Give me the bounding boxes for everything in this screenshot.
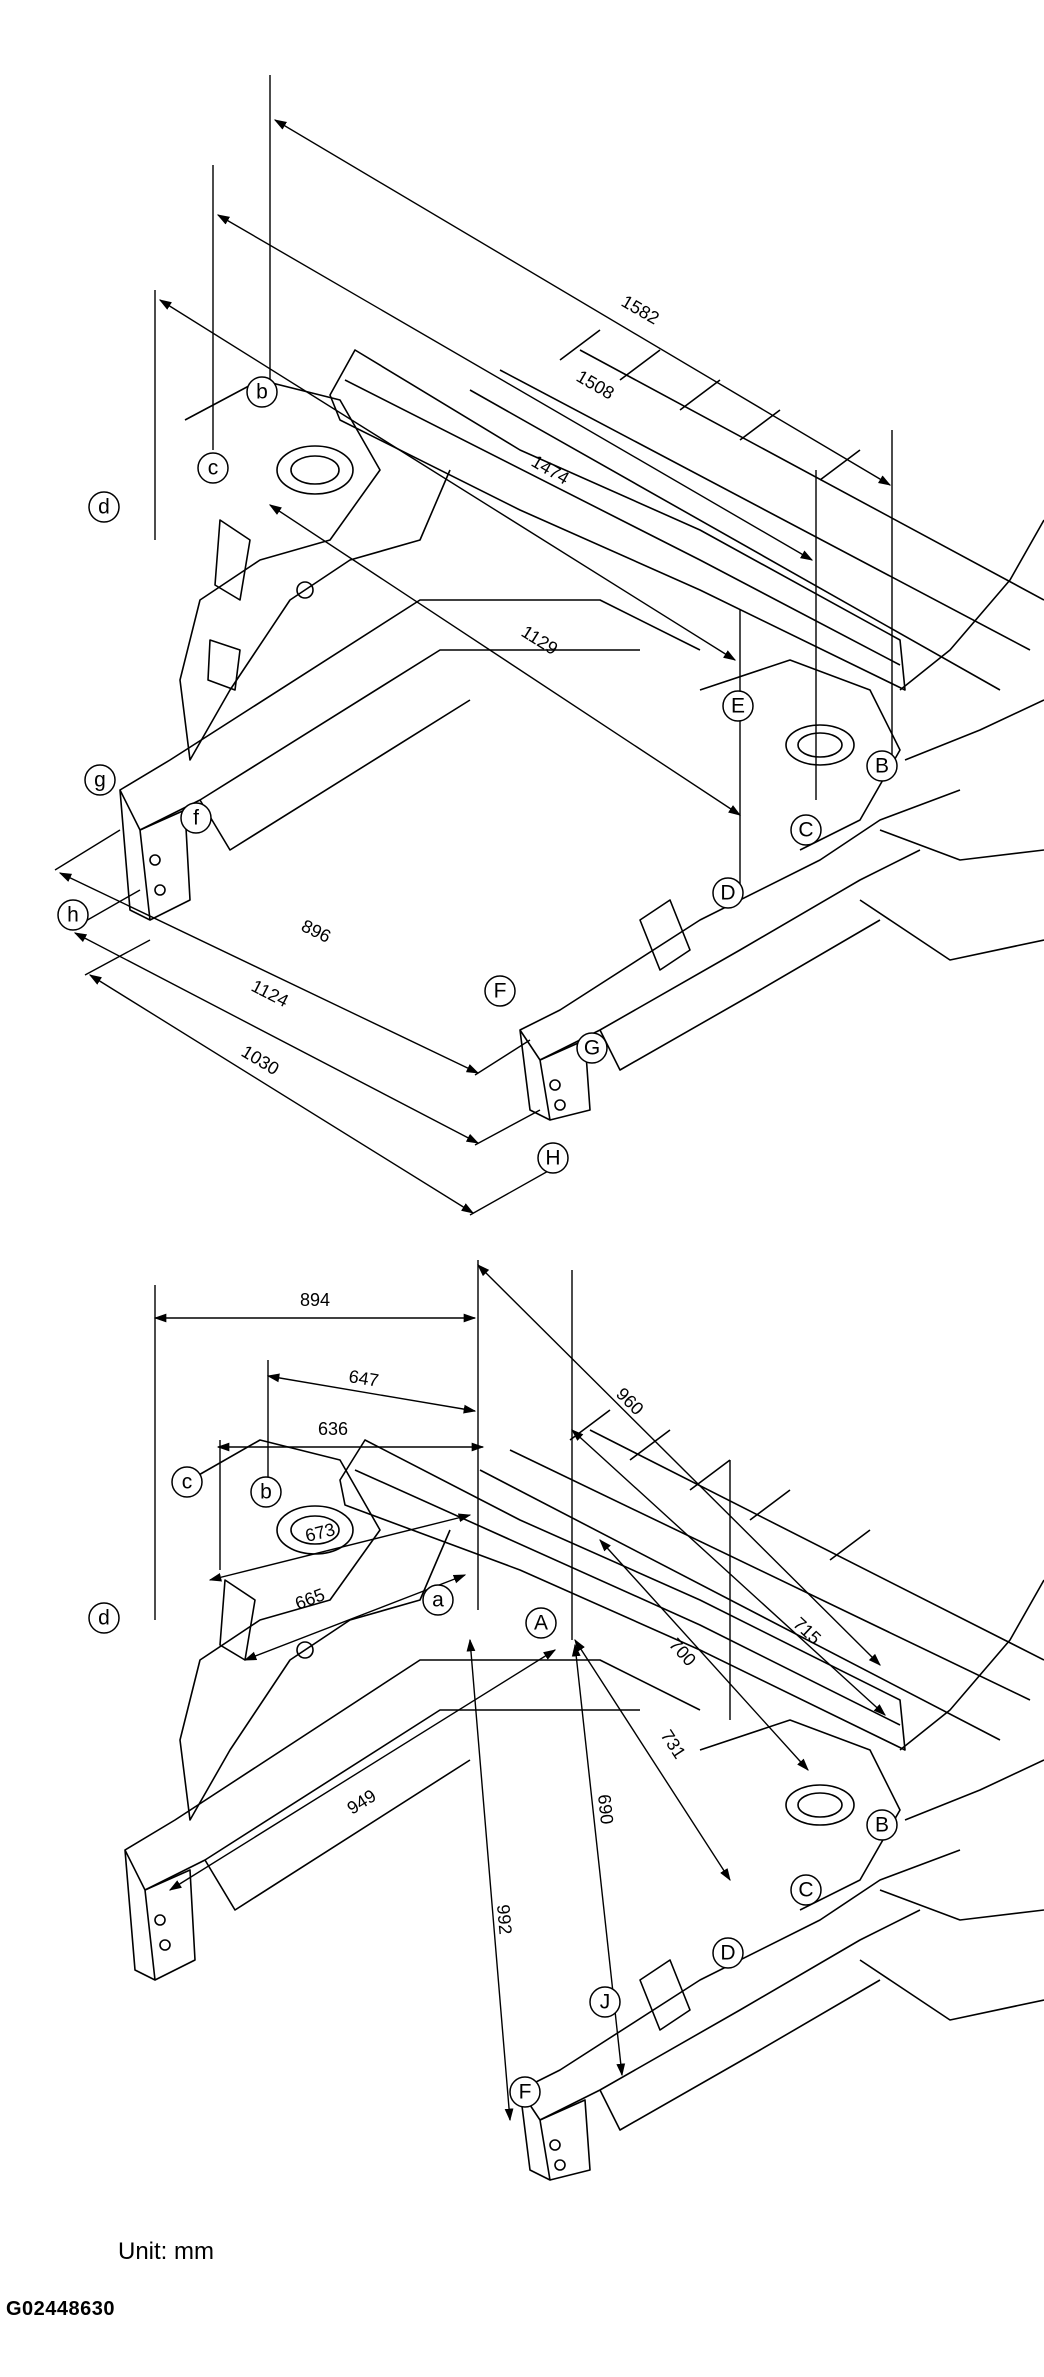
dim-label: 894 — [300, 1290, 330, 1310]
callout-letter: F — [494, 980, 507, 1003]
dim-label: 700 — [665, 1634, 700, 1670]
callout-marker: d — [88, 1602, 120, 1634]
callout-marker: E — [722, 690, 754, 722]
bottom-view-dimension-lines — [153, 1260, 886, 2122]
dim-line-731 — [574, 1638, 731, 1882]
dim-label: 715 — [789, 1613, 825, 1648]
callout-marker: B — [866, 750, 898, 782]
callout-marker: c — [197, 452, 229, 484]
callout-letter: D — [720, 1942, 735, 1965]
bottom-view-callouts: c b d a A B C D J F — [88, 1466, 898, 2108]
dim-label: 960 — [612, 1384, 647, 1419]
callout-marker: d — [88, 491, 120, 523]
dim-line-1129 — [268, 504, 742, 816]
figure-code: G02448630 — [6, 2298, 116, 2320]
dim-line-1124 — [73, 932, 480, 1144]
callout-marker: B — [866, 1809, 898, 1841]
callout-marker: b — [246, 376, 278, 408]
dim-line-673 — [208, 1513, 472, 1582]
callout-marker: D — [712, 877, 744, 909]
callout-marker: F — [509, 2076, 541, 2108]
dim-label: 665 — [292, 1584, 327, 1613]
dim-label: 690 — [594, 1793, 617, 1825]
callout-letter: C — [798, 819, 813, 842]
callout-marker: J — [589, 1986, 621, 2018]
callout-marker: D — [712, 1937, 744, 1969]
dim-label: 949 — [344, 1786, 380, 1819]
callout-letter: G — [584, 1037, 600, 1060]
top-view-dimension-lines — [54, 75, 893, 1216]
callout-letter: c — [182, 1471, 193, 1494]
dim-line-700 — [599, 1539, 809, 1771]
callout-letter: B — [875, 1814, 889, 1837]
bottom-view-dimension-labels: 894 647 636 960 673 665 700 715 731 690 … — [292, 1290, 825, 1935]
callout-marker: b — [250, 1476, 282, 1508]
dim-line-1030 — [88, 974, 475, 1214]
callout-letter: H — [545, 1147, 560, 1170]
callout-letter: a — [432, 1589, 444, 1612]
dim-line-896 — [58, 872, 480, 1074]
dim-label: 636 — [318, 1419, 348, 1439]
callout-letter: B — [875, 755, 889, 778]
callout-letter: b — [260, 1481, 272, 1504]
dim-line-647 — [266, 1373, 477, 1414]
callout-letter: f — [193, 807, 199, 830]
callout-marker: c — [171, 1466, 203, 1498]
dim-label: 673 — [303, 1519, 337, 1546]
dim-line-960 — [477, 1264, 881, 1666]
callout-letter: E — [731, 695, 745, 718]
dim-label: 731 — [657, 1726, 690, 1762]
callout-letter: d — [98, 1607, 110, 1630]
callout-marker: C — [790, 814, 822, 846]
callout-marker: F — [484, 975, 516, 1007]
dim-line-949 — [168, 1649, 557, 1891]
callout-letter: C — [798, 1879, 813, 1902]
callout-marker: C — [790, 1874, 822, 1906]
dim-line-992 — [466, 1638, 514, 2122]
dim-line-1474 — [158, 299, 737, 661]
callout-marker: a — [422, 1584, 454, 1616]
unit-caption: Unit: mm — [118, 2238, 214, 2265]
top-view-structure — [119, 329, 1044, 1121]
callout-letter: J — [600, 1991, 611, 2014]
dim-label: 1030 — [238, 1041, 283, 1079]
dim-label: 1508 — [573, 366, 618, 403]
dim-label: 647 — [347, 1366, 380, 1390]
top-view-dimension-labels: 1582 1508 1474 1129 896 1124 1030 — [238, 291, 663, 1079]
callout-letter: D — [720, 882, 735, 905]
callout-letter: h — [67, 904, 79, 927]
callout-letter: d — [98, 496, 110, 519]
callout-letter: c — [208, 457, 219, 480]
callout-marker: A — [525, 1607, 557, 1639]
callout-marker: f — [180, 802, 212, 834]
top-view-callouts: b c d E B C D g f h F G H — [57, 376, 898, 1174]
callout-marker: G — [576, 1032, 608, 1064]
dim-label: 1129 — [518, 621, 561, 658]
dim-line-715 — [571, 1429, 886, 1716]
callout-marker: h — [57, 899, 89, 931]
callout-letter: g — [94, 769, 106, 792]
dim-label: 992 — [493, 1904, 516, 1936]
dim-label: 896 — [298, 916, 334, 947]
callout-letter: A — [534, 1612, 548, 1635]
bottom-view-structure — [124, 1409, 1044, 2181]
dim-label: 1474 — [528, 451, 573, 488]
callout-letter: F — [519, 2081, 532, 2104]
callout-marker: H — [537, 1142, 569, 1174]
callout-letter: b — [256, 381, 268, 404]
dim-label: 1582 — [618, 291, 663, 328]
callout-marker: g — [84, 764, 116, 796]
